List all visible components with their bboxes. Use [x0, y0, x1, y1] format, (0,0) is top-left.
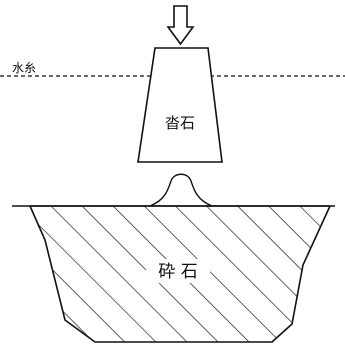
- down-arrow-icon: [166, 5, 195, 46]
- gravel-mound: [149, 173, 213, 207]
- gravel-label-bg: [146, 259, 210, 283]
- stone-label: 沓石: [165, 114, 195, 132]
- waterline-label: 水糸: [12, 61, 36, 75]
- foundation-stone: [137, 47, 223, 163]
- gravel-label: 砕 石: [158, 262, 197, 282]
